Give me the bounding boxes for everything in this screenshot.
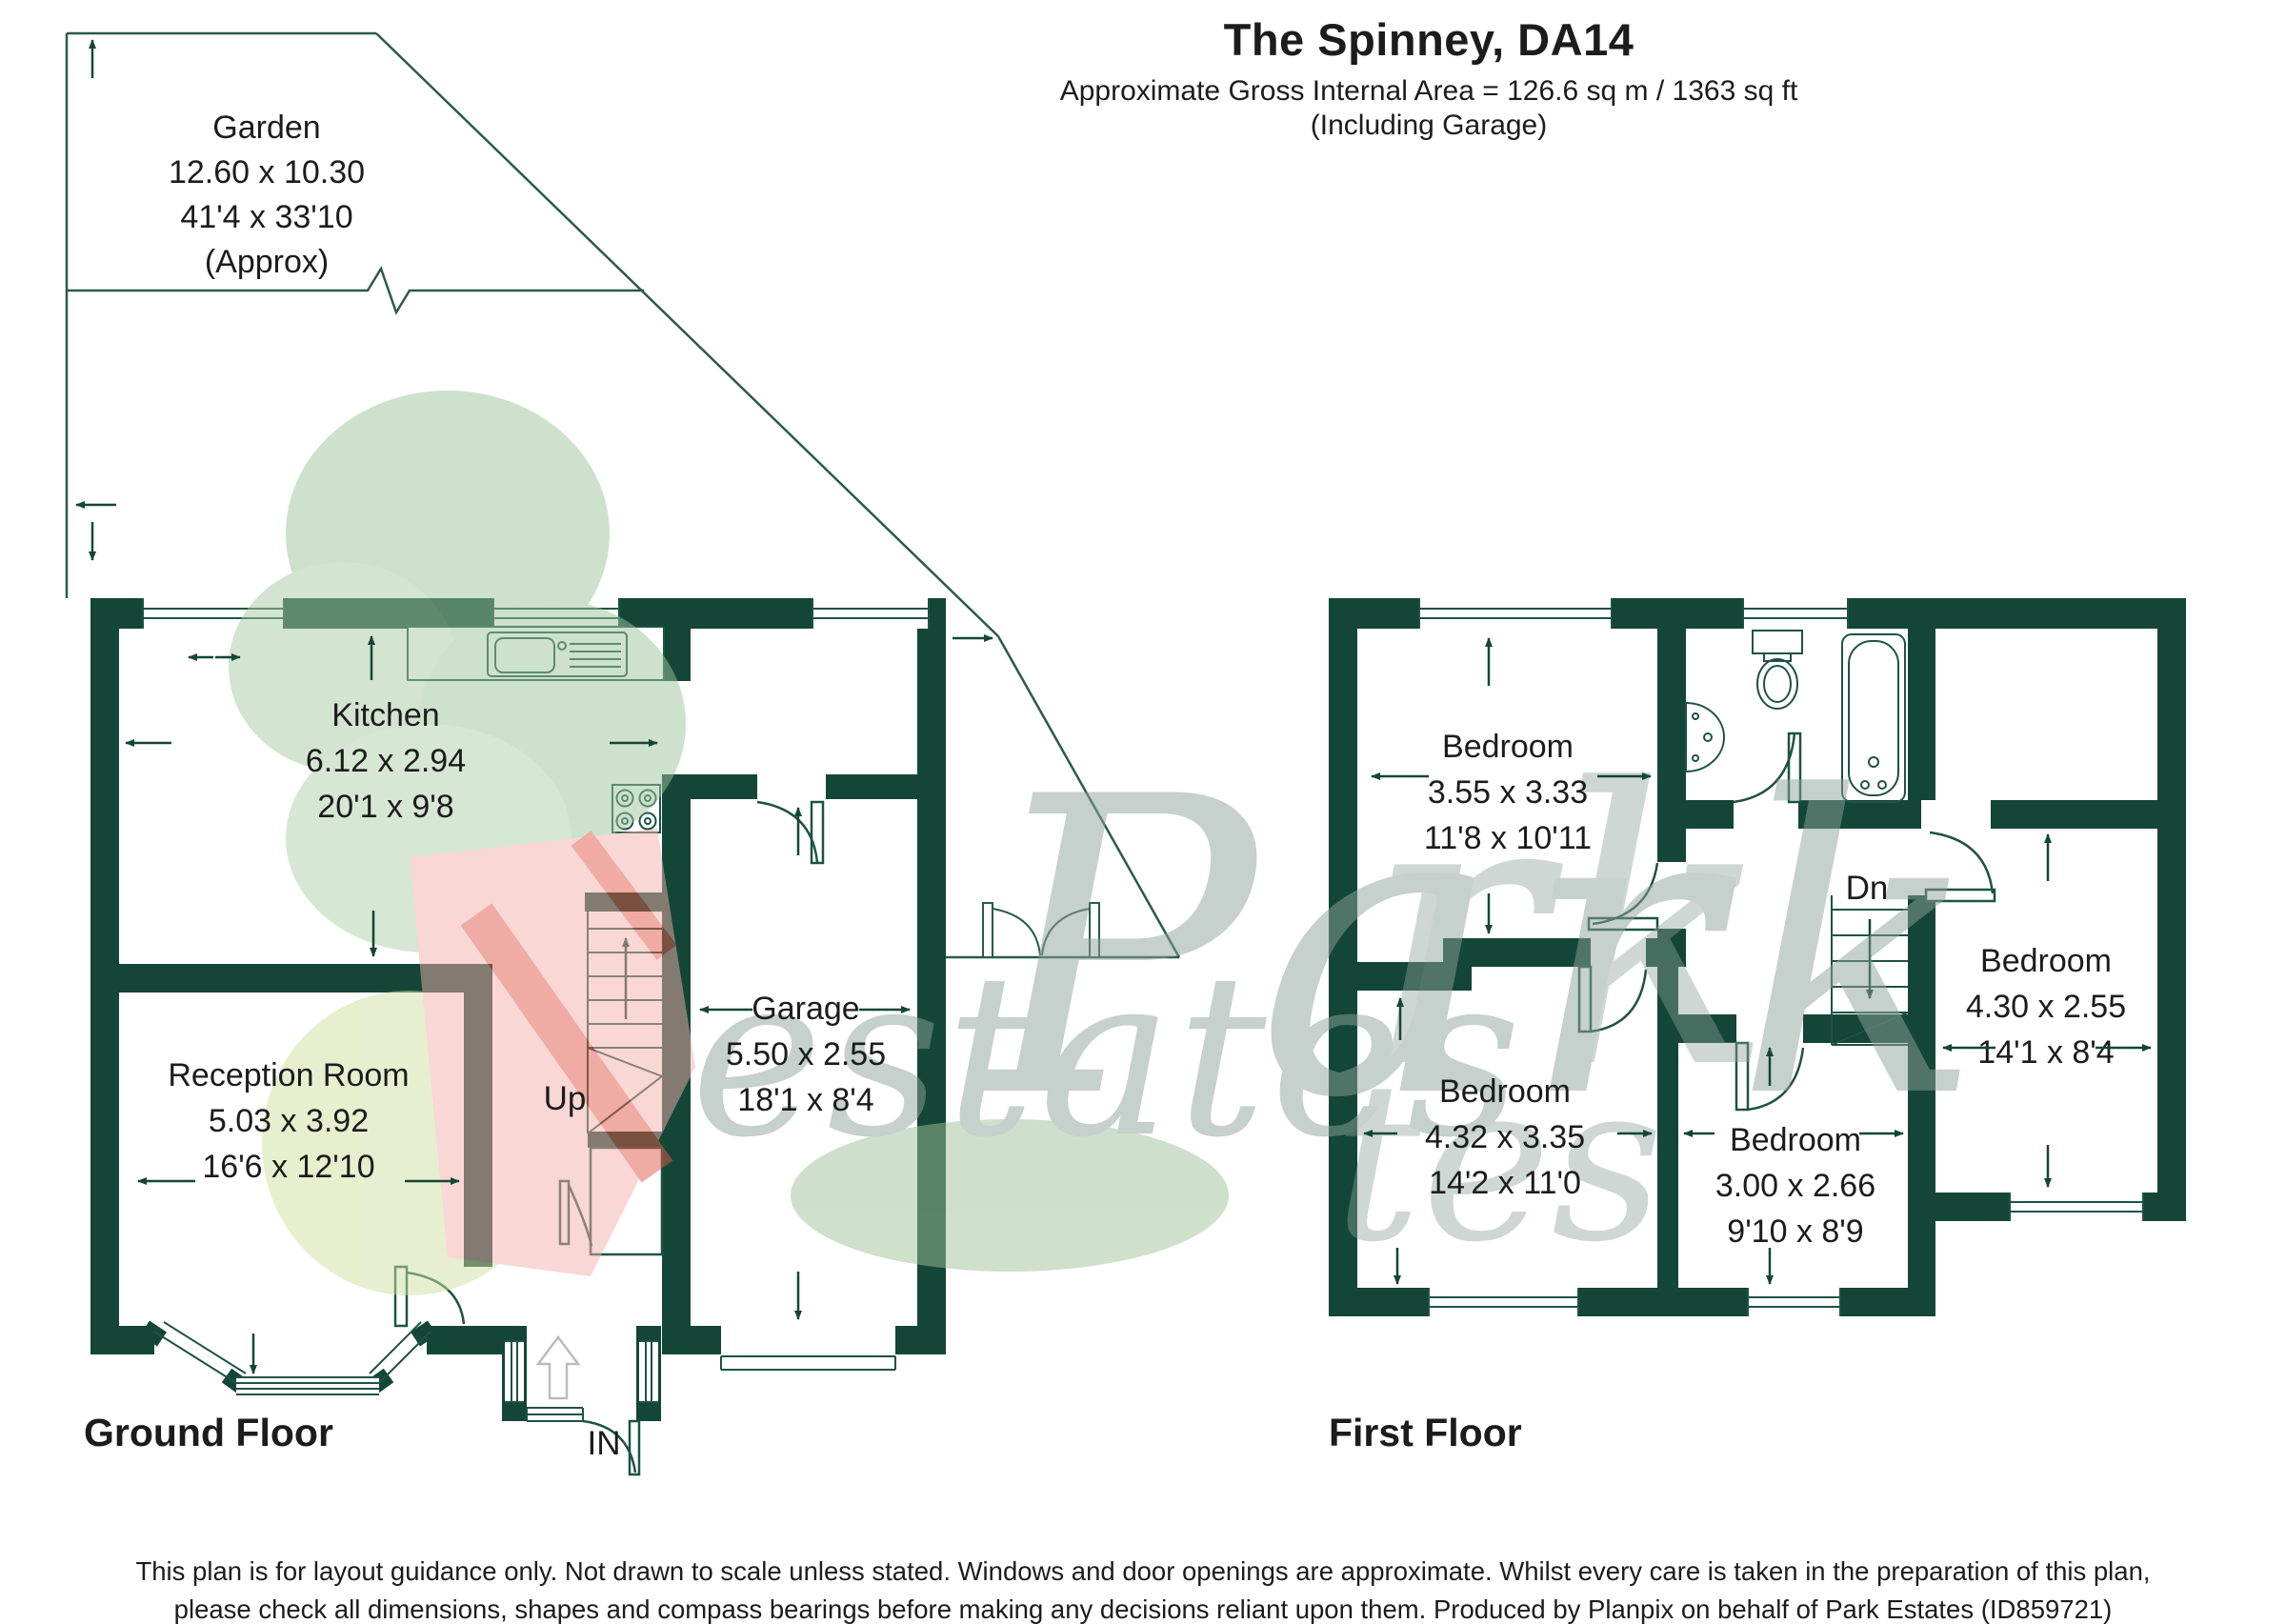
garage-name: Garage: [752, 991, 859, 1027]
bath-icon: [1841, 633, 1906, 803]
reception-imperial: 16'6 x 12'10: [202, 1149, 374, 1185]
wall-segment: [895, 1326, 946, 1354]
basin-icon: [1685, 701, 1725, 773]
garage-imperial: 18'1 x 8'4: [737, 1082, 873, 1118]
porch-window-right: [639, 1340, 658, 1403]
garden-imperial: 41'4 x 33'10: [180, 199, 352, 235]
window: [1428, 1288, 1579, 1316]
side-gate-doors: [982, 902, 1100, 958]
bedroom4-imperial: 14'1 x 8'4: [1977, 1034, 2114, 1071]
garden-break-line: [67, 266, 644, 315]
garden-diagonal-line: [375, 32, 999, 637]
wall-segment: [1657, 967, 1678, 1316]
first-floor-doors: [1577, 732, 1996, 1112]
bedroom2-imperial: 14'2 x 11'0: [1429, 1165, 1581, 1201]
bay-window-right: [369, 1321, 431, 1384]
garage-metric: 5.50 x 2.55: [726, 1036, 886, 1073]
entrance-in-arrow-icon: [535, 1334, 581, 1400]
wall-segment: [427, 1326, 502, 1354]
wall-segment: [691, 1326, 721, 1354]
kitchen-name: Kitchen: [331, 697, 439, 733]
wall-segment: [1443, 962, 1472, 991]
disclaimer-line-2: please check all dimensions, shapes and …: [173, 1594, 2113, 1624]
wall-segment: [1908, 629, 1935, 800]
wall-segment: [1329, 598, 1357, 1316]
first-floor-fixtures: [1685, 630, 1906, 803]
wall-segment: [1329, 1288, 1935, 1316]
bedroom3-name: Bedroom: [1730, 1122, 1861, 1158]
garden-name: Garden: [212, 110, 320, 146]
wall-segment: [1657, 800, 1734, 829]
bay-window-left: [153, 1321, 247, 1384]
door-bedroom-4: [1924, 831, 1996, 903]
watermark-brand-2: estates: [691, 927, 1525, 1187]
garden-note: (Approx): [205, 244, 329, 280]
kitchen-imperial: 20'1 x 9'8: [317, 789, 453, 825]
kitchen-metric: 6.12 x 2.94: [306, 743, 466, 779]
watermark-echo-1: rk: [1362, 710, 1775, 1153]
gross-area-subtitle: Approximate Gross Internal Area = 126.6 …: [1059, 75, 1798, 107]
toilet-icon: [1752, 630, 1803, 710]
bedroom2-name: Bedroom: [1439, 1073, 1571, 1110]
disclaimer-line-1: This plan is for layout guidance only. N…: [135, 1556, 2151, 1586]
first-floor-windows: [1418, 598, 2144, 1316]
bedroom2-metric: 4.32 x 3.35: [1425, 1119, 1585, 1155]
garden-boundary: [65, 31, 1181, 959]
watermark-echo-2: tes: [1334, 1036, 1664, 1291]
ground-floor-title: Ground Floor: [84, 1411, 333, 1454]
wall-segment: [1908, 1014, 1935, 1288]
wall-segment: [1646, 938, 1686, 967]
watermark-tree-icon: [229, 391, 1229, 1295]
watermark-brand: Park: [974, 712, 2002, 1188]
first-floor-stairs: [1831, 895, 1909, 1046]
porch-window-front: [526, 1407, 584, 1422]
labels: Garden 12.60 x 10.30 41'4 x 33'10 (Appro…: [84, 110, 2126, 1462]
bedroom3-imperial: 9'10 x 8'9: [1727, 1213, 1863, 1250]
disclaimer: This plan is for layout guidance only. N…: [0, 1553, 2286, 1624]
window: [1742, 598, 1849, 629]
wall-segment: [1908, 895, 1935, 1014]
garden-diagonal-line-2: [996, 635, 1181, 958]
wall-segment: [2157, 598, 2186, 1221]
door-bedroom-2: [1577, 965, 1648, 1033]
door-bedroom-3: [1735, 1041, 1805, 1112]
window: [1418, 598, 1613, 629]
porch-window-left: [505, 1340, 524, 1403]
watermark: Park estates rk tes: [229, 391, 2002, 1295]
door-bathroom: [1733, 732, 1802, 804]
bedroom1-metric: 3.55 x 3.33: [1428, 774, 1588, 811]
bedroom4-metric: 4.30 x 2.55: [1966, 989, 2126, 1025]
header: The Spinney, DA14 Approximate Gross Inte…: [667, 13, 2191, 142]
including-garage-note: (Including Garage): [1310, 110, 1548, 141]
wall-segment: [691, 774, 757, 799]
bedroom3-metric: 3.00 x 2.66: [1715, 1168, 1875, 1204]
bedroom1-imperial: 11'8 x 10'11: [1424, 820, 1592, 856]
door-entrance: [582, 1419, 641, 1476]
window: [812, 598, 930, 629]
reception-name: Reception Room: [168, 1057, 409, 1093]
bedroom4-name: Bedroom: [1980, 943, 2112, 979]
up-label: Up: [544, 1080, 587, 1117]
wall-segment: [1657, 1014, 1736, 1043]
wall-segment: [90, 598, 119, 1326]
wall-segment: [1991, 800, 2186, 829]
garage-door: [720, 1355, 896, 1371]
door-kitchen-garage: [756, 800, 825, 865]
in-label: IN: [588, 1425, 621, 1462]
bay-window-front: [236, 1376, 379, 1395]
window: [2009, 1193, 2144, 1221]
door-bedroom-1: [1587, 862, 1659, 932]
bedroom1-name: Bedroom: [1442, 729, 1574, 765]
reception-metric: 5.03 x 3.92: [209, 1103, 369, 1139]
wall-segment: [826, 774, 919, 799]
wall-segment: [1798, 800, 1921, 829]
window: [1747, 1288, 1841, 1316]
garden-metric: 12.60 x 10.30: [169, 154, 365, 190]
first-floor-title: First Floor: [1329, 1411, 1522, 1454]
dn-label: Dn: [1846, 870, 1889, 907]
dimension-arrows: [75, 39, 2152, 1374]
page-title: The Spinney, DA14: [1223, 14, 1634, 65]
